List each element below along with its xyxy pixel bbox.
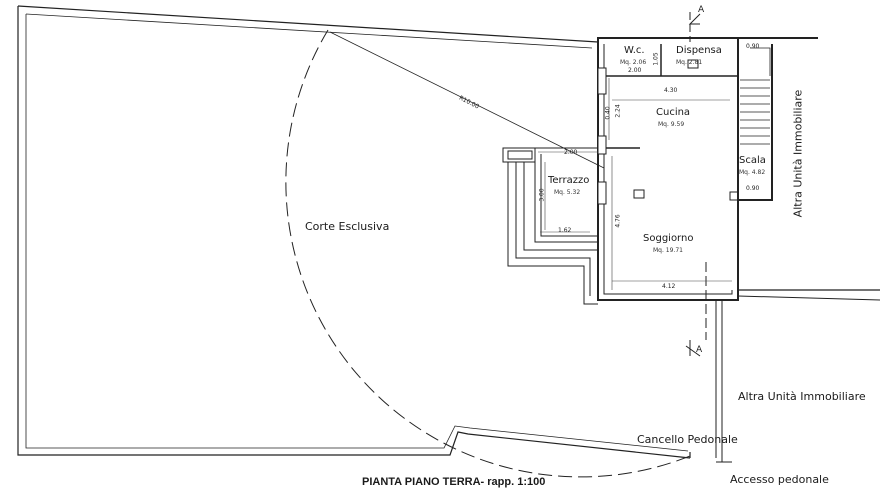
dim-kitchen-width: 4.30 bbox=[664, 87, 678, 94]
room-terrazzo-label: Terrazzo bbox=[548, 175, 590, 186]
room-soggiorno-area: Mq. 19.71 bbox=[653, 247, 683, 254]
room-wc-label: W.c. bbox=[624, 45, 645, 56]
building-walls bbox=[597, 37, 739, 301]
access-label: Accesso pedonale bbox=[730, 473, 829, 486]
dim-stair-bottom: 0.90 bbox=[746, 185, 760, 192]
room-dispensa-label: Dispensa bbox=[676, 45, 722, 56]
page-title: PIANTA PIANO TERRA- rapp. 1:100 bbox=[362, 476, 546, 488]
dim-wc-height: 1.05 bbox=[652, 52, 660, 66]
section-line bbox=[685, 12, 707, 357]
dim-living-height: 4.76 bbox=[614, 214, 622, 228]
dim-terrace-height: 3.00 bbox=[538, 188, 546, 202]
section-mark-bottom: A bbox=[696, 345, 703, 355]
dim-terrace-width: 2.00 bbox=[564, 149, 578, 156]
dim-living-width: 4.12 bbox=[662, 283, 676, 290]
room-scala-label: Scala bbox=[739, 155, 766, 166]
dim-wall-gap: 0.40 bbox=[604, 106, 612, 120]
room-terrazzo-area: Mq. 5.32 bbox=[554, 189, 581, 196]
room-scala-area: Mq. 4.82 bbox=[739, 169, 766, 176]
terrace bbox=[502, 147, 598, 305]
room-dispensa-area: Mq. 2.81 bbox=[676, 59, 703, 66]
radius-arc bbox=[285, 29, 691, 478]
dim-kitchen-height: 2.24 bbox=[614, 104, 622, 118]
room-wc-area: Mq. 2.06 bbox=[620, 59, 647, 66]
room-cucina-label: Cucina bbox=[656, 107, 691, 118]
room-soggiorno-label: Soggiorno bbox=[643, 233, 694, 244]
neighbor-vertical-label: Altra Unità Immobiliare bbox=[791, 89, 805, 218]
dim-wc-width: 2.00 bbox=[628, 67, 642, 74]
courtyard-label: Corte Esclusiva bbox=[305, 220, 390, 233]
room-cucina-area: Mq. 9.59 bbox=[658, 121, 685, 128]
radius-line bbox=[329, 31, 605, 169]
dim-stair-top: 0.90 bbox=[746, 43, 760, 50]
gate-label: Cancello Pedonale bbox=[637, 433, 738, 446]
courtyard-boundary bbox=[17, 6, 691, 459]
neighbor-right-label: Altra Unità Immobiliare bbox=[738, 390, 866, 403]
section-mark-top: A bbox=[698, 5, 705, 15]
dim-terrace-step: 1.62 bbox=[558, 227, 572, 234]
stairs bbox=[740, 47, 771, 145]
